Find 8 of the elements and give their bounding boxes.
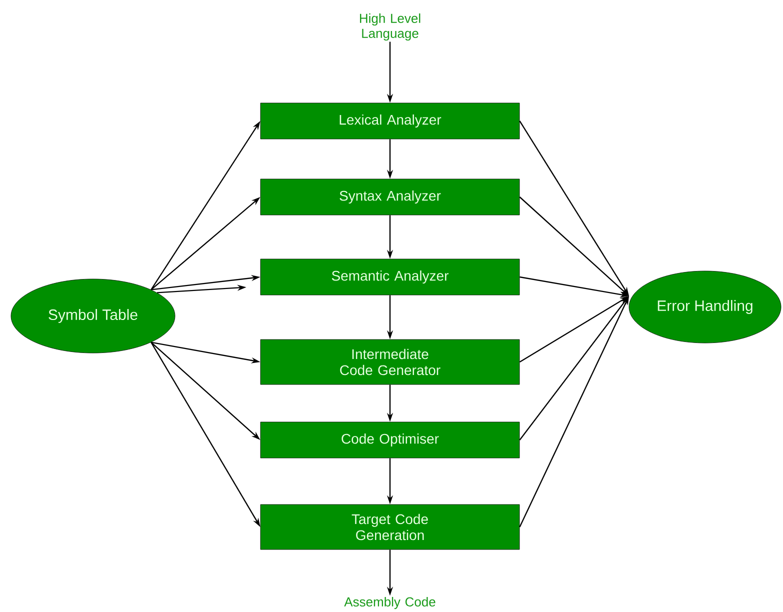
process-box: Intermediate Code Generator — [260, 339, 520, 385]
flow-text: High Level Language — [360, 13, 420, 41]
process-box: Syntax Analyzer — [260, 178, 520, 216]
process-box: Code Optimiser — [260, 422, 520, 458]
process-box: Semantic Analyzer — [260, 258, 520, 296]
process-box: Lexical Analyzer — [260, 102, 520, 140]
flow-text: Assembly Code — [344, 596, 436, 610]
process-box: Target Code Generation — [260, 504, 520, 550]
